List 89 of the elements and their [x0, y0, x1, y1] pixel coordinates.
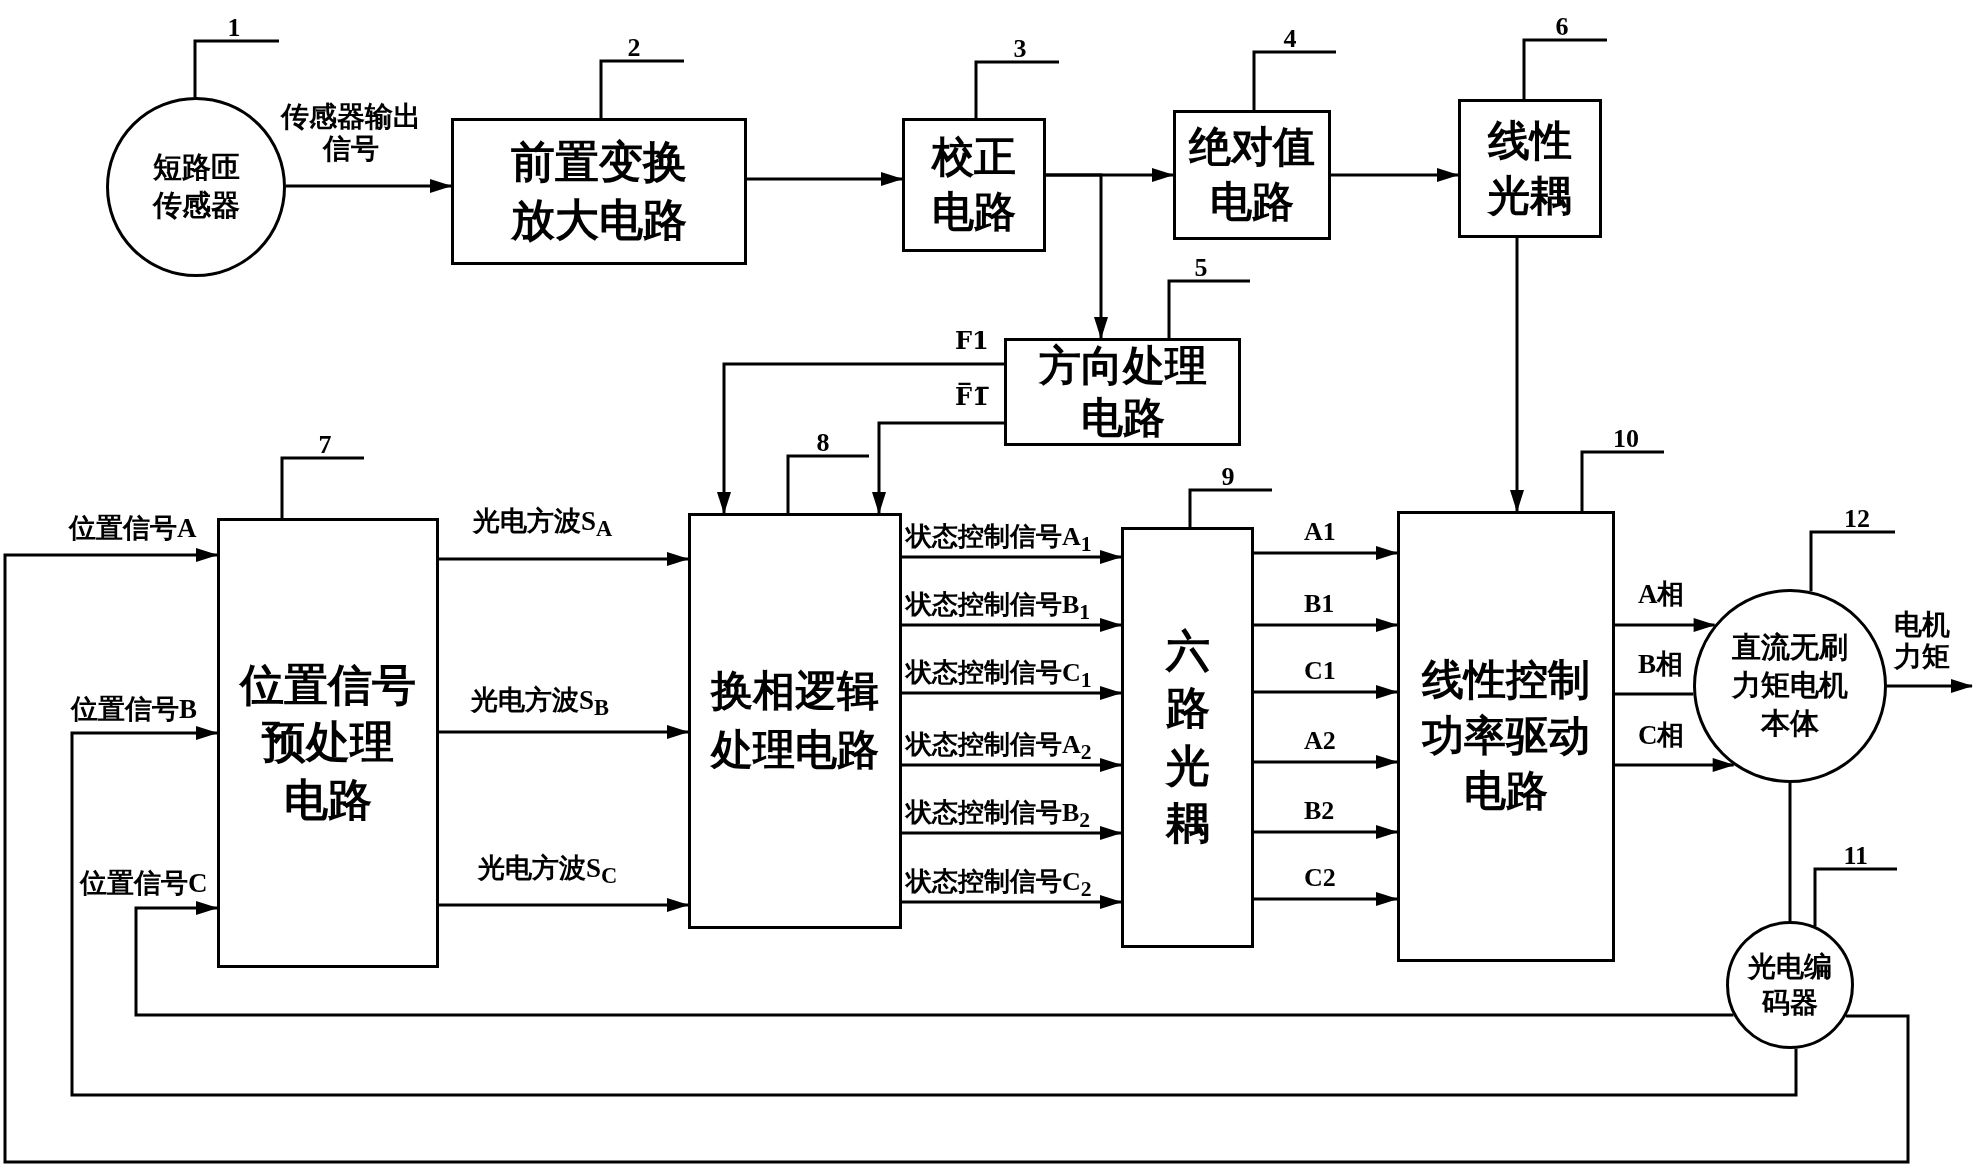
arrow [70, 726, 1798, 1097]
edge-label: 状态控制信号A$_{2}$ [906, 731, 1092, 765]
leader-line [1167, 279, 1252, 340]
callout-number: 12 [1844, 506, 1870, 532]
callout-number: 3 [1013, 36, 1027, 62]
edge-label: A1 [1304, 518, 1336, 547]
edge-label: 光电方波S$_{B}$ [471, 686, 610, 722]
arrow [439, 725, 689, 739]
leader-line [1522, 38, 1609, 101]
arrow [747, 172, 903, 186]
edge-label: B1 [1304, 590, 1335, 619]
arrow [1046, 173, 1108, 339]
edge-label: 光电方波S$_{A}$ [473, 507, 613, 543]
edge-label: 状态控制信号C$_{1}$ [906, 659, 1092, 693]
leader-line [786, 454, 871, 515]
callout-number: 6 [1555, 14, 1569, 40]
arrow [1254, 685, 1398, 699]
edge-label: B2 [1304, 797, 1335, 826]
process-box: 校正电路 [902, 118, 1046, 252]
callout-number: 4 [1283, 26, 1297, 52]
connector-line [1615, 692, 1694, 696]
arrow [1254, 825, 1398, 839]
arrow [1510, 238, 1524, 512]
edge-label: 光电方波S$_{C}$ [478, 854, 618, 890]
callout-number: 9 [1221, 464, 1235, 490]
leader-line [1809, 530, 1897, 593]
callout-number: 2 [627, 35, 641, 61]
process-box: 线性控制功率驱动电路 [1397, 511, 1615, 962]
arrow [1254, 755, 1398, 769]
process-box: 位置信号预处理电路 [217, 518, 439, 968]
leader-line [599, 59, 686, 120]
arrow [717, 362, 1004, 514]
callout-number: 1 [227, 15, 241, 41]
process-box: 方向处理电路 [1004, 338, 1241, 446]
arrow [902, 758, 1122, 772]
edge-label: 状态控制信号C$_{2}$ [906, 868, 1092, 902]
callout-number: 11 [1843, 843, 1869, 869]
process-box: 换相逻辑处理电路 [688, 513, 902, 929]
edge-label: C1 [1304, 657, 1336, 686]
process-box: 绝对值电路 [1173, 110, 1331, 240]
edge-label: 位置信号B [71, 695, 197, 725]
arrow [1331, 168, 1459, 182]
callout-number: 7 [318, 432, 332, 458]
leader-line [974, 60, 1061, 120]
leader-line [280, 456, 366, 520]
leader-line [1813, 867, 1899, 928]
arrow [1887, 679, 1973, 693]
arrow [902, 895, 1122, 909]
arrow [439, 898, 689, 912]
leader-line [1252, 50, 1338, 112]
edge-label: A2 [1304, 727, 1336, 756]
leader-line [193, 39, 281, 99]
leader-line [1580, 450, 1666, 513]
edge-label: F̅1̅ [955, 384, 989, 411]
edge-label: A相 [1638, 580, 1685, 610]
arrow [902, 686, 1122, 700]
edge-label: 位置信号C [80, 869, 208, 899]
edge-label: C2 [1304, 864, 1336, 893]
callout-number: 8 [816, 430, 830, 456]
edge-label: 状态控制信号B$_{1}$ [906, 591, 1091, 625]
edge-label: 状态控制信号B$_{2}$ [906, 799, 1091, 833]
edge-label: F1 [955, 328, 989, 355]
arrow [1254, 546, 1398, 560]
arrow [134, 901, 1734, 1017]
callout-number: 10 [1613, 426, 1639, 452]
edge-label: 位置信号A [69, 514, 197, 544]
arrow [902, 550, 1122, 564]
arrow [1615, 758, 1735, 772]
arrow [1254, 618, 1398, 632]
leader-line [1188, 488, 1274, 529]
arrow [902, 618, 1122, 632]
arrow [1615, 618, 1716, 632]
edge-label: 电机力矩 [1893, 609, 1951, 674]
edge-label: B相 [1638, 650, 1683, 680]
edge-label: C相 [1638, 721, 1685, 751]
process-box: 线性光耦 [1458, 99, 1602, 238]
arrow [286, 179, 452, 193]
arrow [902, 826, 1122, 840]
arrow [3, 548, 1910, 1164]
process-box: 前置变换放大电路 [451, 118, 747, 265]
connector-line [1788, 783, 1792, 921]
arrow [872, 421, 1004, 514]
process-box: 六路光耦 [1121, 527, 1254, 948]
arrow [439, 552, 689, 566]
circle-node: 光电编码器 [1726, 921, 1854, 1049]
arrow [1254, 892, 1398, 906]
callout-number: 5 [1194, 255, 1208, 281]
edge-label: 状态控制信号A$_{1}$ [906, 523, 1092, 557]
circle-node: 直流无刷力矩电机本体 [1693, 589, 1887, 783]
